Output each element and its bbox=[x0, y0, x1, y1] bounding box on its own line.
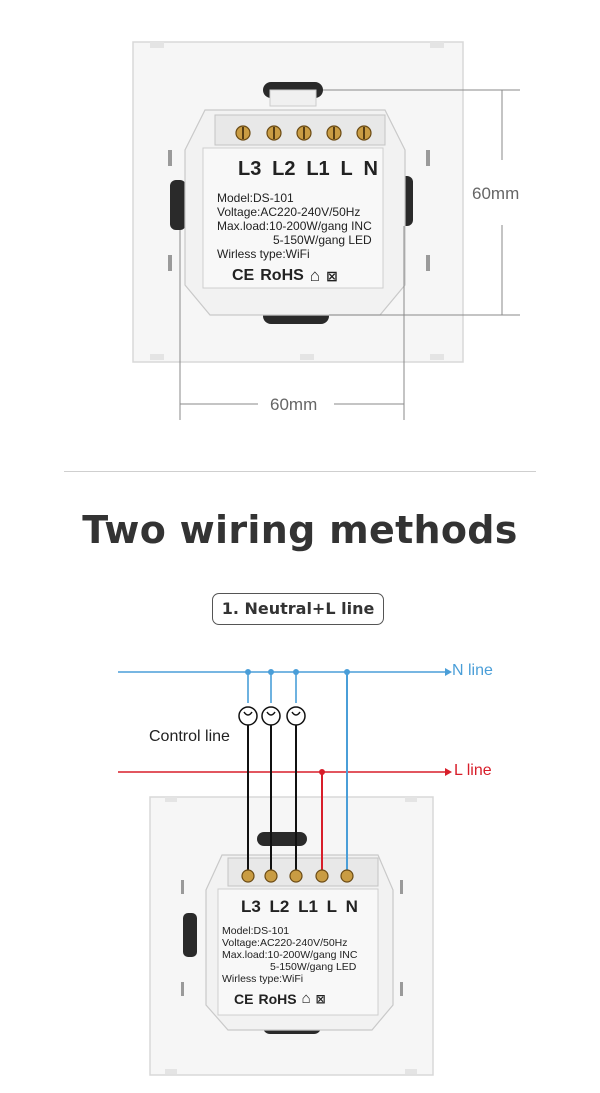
voltage-text: Voltage:AC220-240V/50Hz bbox=[217, 205, 361, 219]
weee-bin-icon: ⊠ bbox=[326, 267, 338, 284]
n-line-arrow-icon bbox=[445, 668, 452, 676]
label-panel bbox=[217, 888, 379, 1016]
model-text: Model:DS-101 bbox=[217, 191, 294, 205]
terminal-label: N bbox=[345, 897, 358, 916]
wireless-text: Wirless type:WiFi bbox=[222, 973, 304, 985]
terminal-label: L1 bbox=[298, 897, 318, 916]
plate-tab bbox=[430, 42, 444, 48]
width-dimension-label: 60mm bbox=[270, 395, 318, 414]
top-switch-diagram bbox=[132, 41, 464, 363]
lamp-icon bbox=[261, 706, 281, 726]
plate-tab bbox=[430, 354, 444, 360]
top-terminal-screws bbox=[0, 0, 600, 470]
terminal-label: L3 bbox=[241, 897, 261, 916]
wireless-text: Wirless type:WiFi bbox=[217, 247, 310, 261]
terminal-screw bbox=[264, 869, 278, 883]
wiring-diagram bbox=[118, 668, 452, 1076]
terminal-screw bbox=[241, 869, 255, 883]
top-cert-marks: CE RoHS ⌂ ⊠ bbox=[232, 266, 338, 286]
terminal-screw bbox=[289, 869, 303, 883]
voltage-text: Voltage:AC220-240V/50Hz bbox=[222, 937, 348, 949]
top-clip bbox=[257, 832, 307, 846]
terminal-label: L bbox=[326, 897, 337, 916]
terminal-screw bbox=[315, 869, 329, 883]
plate-tab bbox=[300, 354, 314, 360]
terminal-label: L1 bbox=[306, 158, 330, 180]
ce-mark-icon: CE bbox=[232, 267, 255, 284]
l-line-arrow-icon bbox=[445, 768, 452, 776]
max-load-inc-text: Max.load:10-200W/gang INC bbox=[217, 219, 372, 233]
top-spec-block: Model:DS-101 Voltage:AC220-240V/50Hz Max… bbox=[217, 191, 372, 261]
weee-bin-icon: ⊠ bbox=[315, 991, 326, 1006]
label-panel bbox=[202, 147, 384, 289]
l-line-label: L line bbox=[454, 762, 492, 779]
lamp-icon bbox=[286, 706, 306, 726]
rohs-text: RoHS bbox=[258, 990, 297, 1007]
left-clip bbox=[170, 180, 186, 230]
lamp-icon bbox=[238, 706, 258, 726]
bottom-cert-marks: CE RoHS ⌂ ⊠ bbox=[234, 990, 326, 1007]
top-terminal-labels: L3 L2 L1 L N bbox=[238, 158, 378, 181]
terminal-label: L2 bbox=[272, 158, 296, 180]
terminal-screw bbox=[340, 869, 354, 883]
max-load-led-text: 5-150W/gang LED bbox=[273, 233, 372, 247]
model-text: Model:DS-101 bbox=[222, 925, 290, 937]
max-load-led-text: 5-150W/gang LED bbox=[270, 961, 357, 973]
control-line-label: Control line bbox=[149, 728, 230, 745]
rohs-text: RoHS bbox=[260, 267, 304, 284]
terminal-label: L bbox=[340, 158, 353, 180]
ce-mark-icon: CE bbox=[234, 990, 254, 1007]
plate-tab bbox=[150, 42, 164, 48]
method-label-badge: 1. Neutral+L line bbox=[212, 593, 384, 625]
plate-tab bbox=[150, 354, 164, 360]
house-icon: ⌂ bbox=[309, 266, 321, 285]
house-icon: ⌂ bbox=[301, 990, 311, 1007]
n-line-label: N line bbox=[452, 662, 493, 679]
left-clip bbox=[183, 913, 197, 957]
terminal-label: N bbox=[363, 158, 378, 180]
bottom-spec-block: Model:DS-101 Voltage:AC220-240V/50Hz Max… bbox=[222, 925, 357, 985]
terminal-label: L2 bbox=[269, 897, 290, 916]
height-dimension-label: 60mm bbox=[472, 184, 520, 203]
bottom-terminal-labels: L3 L2 L1 L N bbox=[241, 897, 358, 917]
section-title: Two wiring methods bbox=[82, 508, 518, 552]
section-divider bbox=[64, 471, 536, 472]
max-load-inc-text: Max.load:10-200W/gang INC bbox=[222, 949, 358, 961]
terminal-label: L3 bbox=[238, 158, 262, 180]
